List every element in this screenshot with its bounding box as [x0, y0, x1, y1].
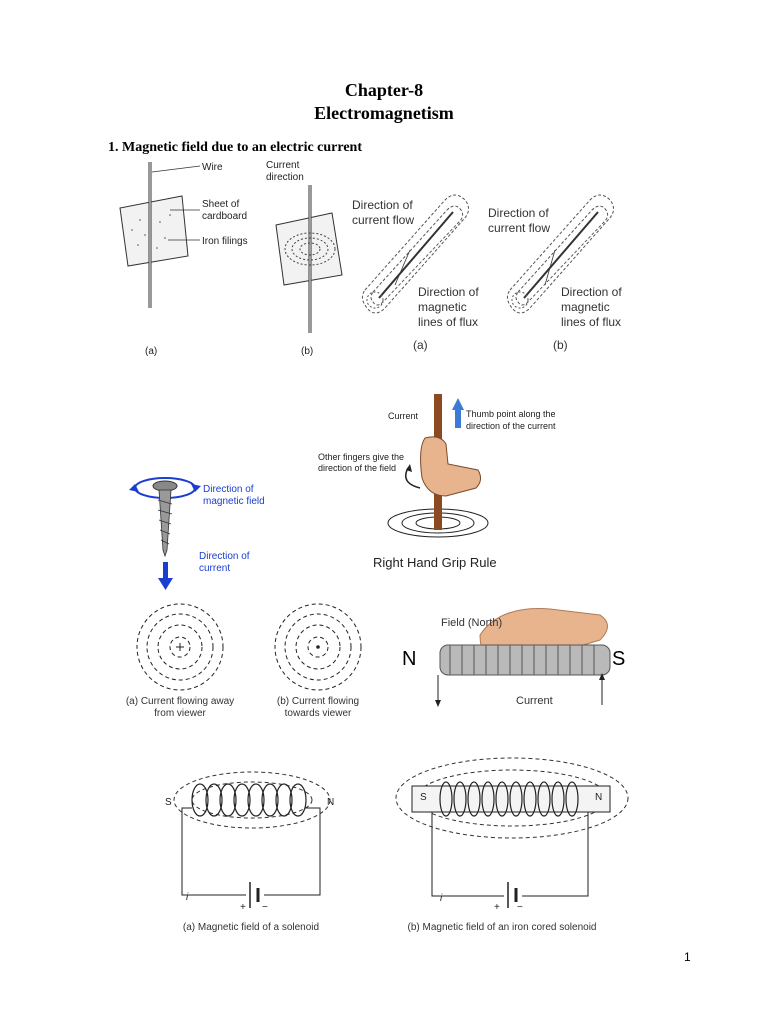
corkscrew-figure	[129, 477, 201, 590]
wire-field-circles-figure	[275, 185, 343, 333]
page-number: 1	[684, 950, 691, 964]
caption-towards-1: (b) Current flowing	[276, 696, 360, 707]
caption-away-2: from viewer	[154, 708, 206, 719]
chapter-subject: Electromagnetism	[314, 103, 454, 123]
right-hand-grip-figure	[387, 394, 489, 538]
label-mag-b-3: lines of flux	[561, 315, 622, 329]
hand-shape	[420, 436, 482, 497]
caption-flux-a: (a)	[413, 338, 428, 352]
caption-wire-a: (a)	[145, 346, 158, 357]
flux-conductor-a-figure	[361, 194, 469, 314]
chapter-title: Chapter-8	[344, 80, 424, 100]
label-thumb-1: Thumb point along the	[466, 409, 556, 419]
arrow-down-icon	[158, 578, 173, 590]
label-sheet-2: cardboard	[202, 211, 248, 222]
label-fingers-1: Other fingers give the	[318, 452, 405, 462]
caption-wire-b: (b)	[301, 346, 314, 357]
caption-iron-solenoid: (b) Magnetic field of an iron cored sole…	[407, 922, 597, 933]
label-mag-a-1: Direction of	[418, 285, 479, 299]
caption-solenoid: (a) Magnetic field of a solenoid	[182, 922, 320, 933]
wire-cardboard-figure	[119, 162, 201, 308]
label-screw-current-1: Direction of	[199, 551, 250, 562]
solenoid-plus: +	[240, 902, 246, 913]
pole-south: S	[612, 648, 626, 670]
iron-current-i: i	[440, 893, 443, 904]
arrow-up-icon	[452, 398, 464, 410]
solenoid-pole-s: S	[165, 797, 172, 808]
section-heading: 1. Magnetic field due to an electric cur…	[108, 140, 363, 155]
label-flow-b-2: current flow	[488, 221, 551, 235]
label-current-2: direction	[266, 172, 304, 183]
iron-pole-s: S	[420, 792, 427, 803]
circles-away-figure	[136, 603, 224, 691]
label-mag-a-3: lines of flux	[418, 315, 479, 329]
iron-minus: −	[517, 902, 523, 913]
label-mag-b-1: Direction of	[561, 285, 622, 299]
label-mag-a-2: magnetic	[418, 300, 467, 314]
circles-towards-figure	[274, 603, 362, 691]
solenoid-minus: −	[262, 902, 268, 913]
iron-pole-n: N	[595, 792, 603, 803]
label-current-1: Current	[266, 160, 300, 171]
label-mag-b-2: magnetic	[561, 300, 610, 314]
iron-solenoid-figure	[395, 757, 629, 908]
label-screw-current-2: current	[199, 563, 231, 574]
grip-rule-title: Right Hand Grip Rule	[373, 555, 497, 570]
flux-conductor-b-figure	[506, 194, 614, 314]
label-coil-current: Current	[516, 695, 553, 707]
label-screw-field-1: Direction of	[203, 484, 254, 495]
label-flow-a-2: current flow	[352, 213, 415, 227]
label-hand-current: Current	[388, 411, 419, 421]
solenoid-current-i: i	[186, 892, 189, 903]
coil-hand-figure	[435, 608, 611, 707]
label-screw-field-2: magnetic field	[203, 496, 265, 507]
solenoid-figure	[173, 771, 331, 908]
label-filings: Iron filings	[202, 236, 248, 247]
iron-plus: +	[494, 902, 500, 913]
label-flow-b-1: Direction of	[488, 206, 549, 220]
caption-towards-2: towards viewer	[284, 708, 352, 719]
caption-away-1: (a) Current flowing away	[125, 696, 235, 707]
label-field-north: Field (North)	[441, 617, 503, 629]
label-wire: Wire	[202, 162, 223, 173]
label-fingers-2: direction of the field	[318, 463, 397, 473]
label-thumb-2: direction of the current	[466, 421, 556, 431]
label-sheet-1: Sheet of	[202, 199, 240, 210]
solenoid-pole-n: N	[327, 797, 335, 808]
label-flow-a-1: Direction of	[352, 198, 413, 212]
pole-north: N	[402, 648, 417, 670]
caption-flux-b: (b)	[553, 338, 568, 352]
